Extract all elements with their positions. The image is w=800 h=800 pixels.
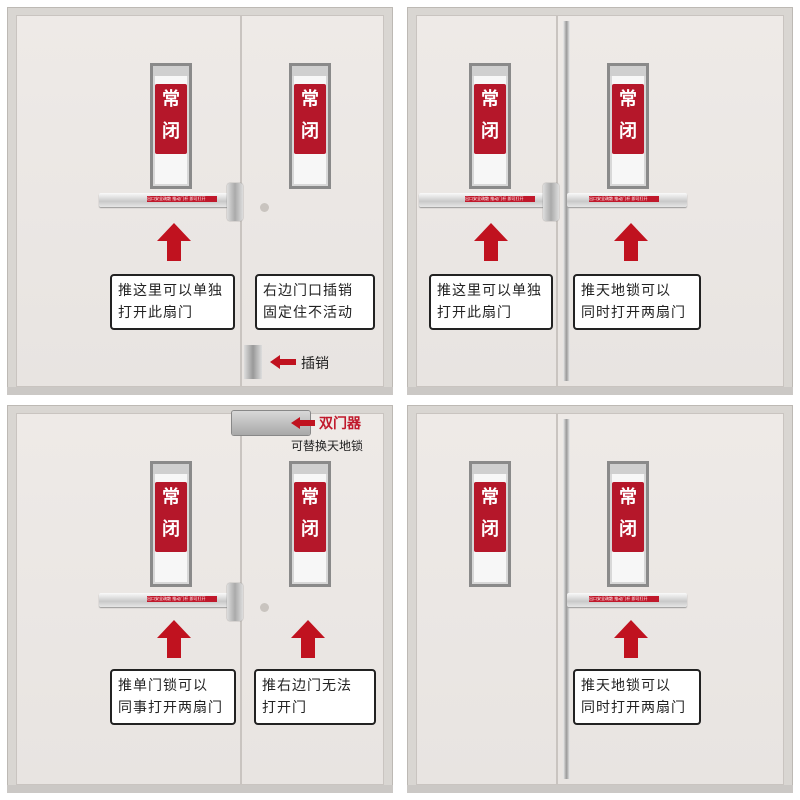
arrow-left-icon: [291, 417, 315, 429]
keyhole: [260, 203, 269, 212]
caption-right: 推右边门无法打开门: [254, 669, 376, 725]
door-window-right: 常闭: [607, 461, 649, 587]
panic-bar: 出口安全疏散 推动门杆 即可打开: [99, 593, 231, 607]
door-sign-normally-closed: 常闭: [294, 84, 326, 154]
door-window-left: 常闭: [469, 63, 511, 189]
panel-door-top-bottom-lock: 常闭 常闭 出口安全疏散 推动门杆 即可打开 出口安全疏散 推动门杆 即可打开 …: [407, 7, 793, 395]
door-sign-normally-closed: 常闭: [612, 84, 644, 154]
vertical-rod: [563, 419, 570, 779]
panel-door-coordinator: 双门器 可替换天地锁 常闭 常闭 出口安全疏散 推动门杆 即可打开 推单门锁可以…: [7, 405, 393, 793]
panic-bar-text: 出口安全疏散 推动门杆 即可打开: [147, 196, 206, 201]
panic-bar-right: 出口安全疏散 推动门杆 即可打开: [567, 593, 687, 607]
arrow-up-icon: [614, 620, 648, 658]
door-sign-normally-closed: 常闭: [155, 84, 187, 154]
caption-left: 推单门锁可以同事打开两扇门: [110, 669, 236, 725]
door-sign-normally-closed: 常闭: [474, 84, 506, 154]
caption-right: 右边门口插销固定住不活动: [255, 274, 375, 330]
door-sign-normally-closed: 常闭: [155, 482, 187, 552]
door-sign-normally-closed: 常闭: [612, 482, 644, 552]
panic-bar: 出口安全疏散 推动门杆 即可打开: [99, 193, 231, 207]
panic-bar-handle: [227, 583, 243, 621]
arrow-up-icon: [157, 620, 191, 658]
door-window-left: 常闭: [469, 461, 511, 587]
flush-bolt: [244, 345, 262, 379]
door-window-right: 常闭: [289, 461, 331, 587]
vertical-rod: [563, 21, 570, 381]
door-sign-normally-closed: 常闭: [294, 482, 326, 552]
door-window-left: 常闭: [150, 63, 192, 189]
door-window-left: 常闭: [150, 461, 192, 587]
door-sill: [407, 387, 793, 395]
keyhole: [260, 603, 269, 612]
door-sign-normally-closed: 常闭: [474, 482, 506, 552]
flush-bolt-label: 插销: [301, 356, 329, 372]
panel-door-top-bottom-lock-single: 常闭 常闭 出口安全疏散 推动门杆 即可打开 推天地锁可以同时打开两扇门: [407, 405, 793, 793]
coordinator-sublabel: 可替换天地锁: [291, 439, 364, 453]
panic-bar-right: 出口安全疏散 推动门杆 即可打开: [567, 193, 687, 207]
panic-bar-left: 出口安全疏散 推动门杆 即可打开: [419, 193, 549, 207]
arrow-up-icon: [614, 223, 648, 261]
arrow-left-icon: [270, 355, 296, 369]
arrow-up-icon: [291, 620, 325, 658]
panic-bar-handle: [543, 183, 559, 221]
door-sill: [7, 387, 393, 395]
arrow-up-icon: [157, 223, 191, 261]
caption-right: 推天地锁可以同时打开两扇门: [573, 669, 701, 725]
door-sill: [407, 785, 793, 793]
door-window-right: 常闭: [607, 63, 649, 189]
caption-left: 推这里可以单独打开此扇门: [429, 274, 553, 330]
panel-door-single-push: 常闭 常闭 出口安全疏散 推动门杆 即可打开 推这里可以单独打开此扇门 右边门口…: [7, 7, 393, 395]
caption-right: 推天地锁可以同时打开两扇门: [573, 274, 701, 330]
coordinator-label: 双门器: [319, 416, 361, 432]
arrow-up-icon: [474, 223, 508, 261]
panic-bar-handle: [227, 183, 243, 221]
door-sill: [7, 785, 393, 793]
caption-left: 推这里可以单独打开此扇门: [110, 274, 235, 330]
door-window-right: 常闭: [289, 63, 331, 189]
